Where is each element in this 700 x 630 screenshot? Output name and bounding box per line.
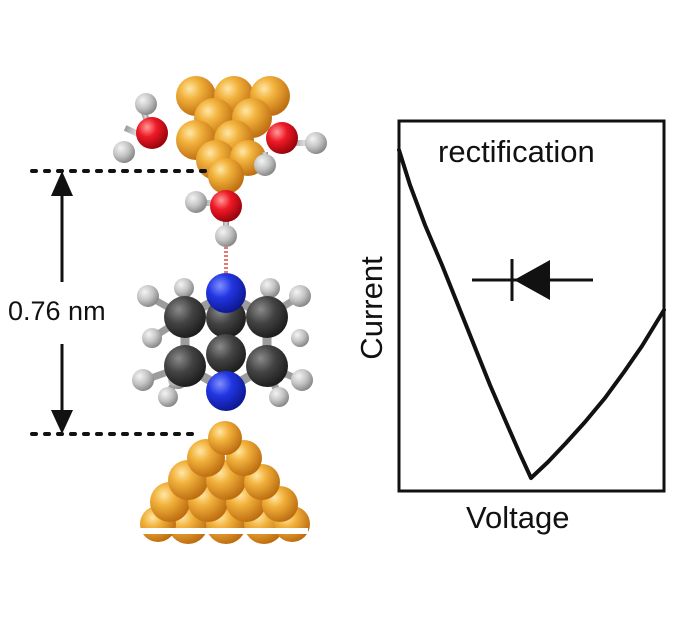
- y-axis-label: Current: [354, 256, 389, 360]
- distance-marker: [30, 169, 210, 436]
- water-molecule-right: [254, 122, 327, 176]
- water-molecule-left: [113, 93, 168, 163]
- up-arrow-head: [51, 171, 73, 196]
- iv-curve: [397, 148, 666, 480]
- x-axis-label: Voltage: [466, 500, 570, 535]
- distance-label: 0.76 nm: [8, 296, 106, 326]
- molecule: [132, 273, 313, 411]
- iv-plot: [397, 119, 666, 493]
- rectification-label: rectification: [438, 134, 595, 169]
- plot-frame: [397, 119, 666, 493]
- water-molecule-center: [185, 190, 242, 247]
- down-arrow-head: [51, 410, 73, 434]
- bottom-gold-electrode: [138, 421, 310, 544]
- diode-icon: [472, 259, 593, 301]
